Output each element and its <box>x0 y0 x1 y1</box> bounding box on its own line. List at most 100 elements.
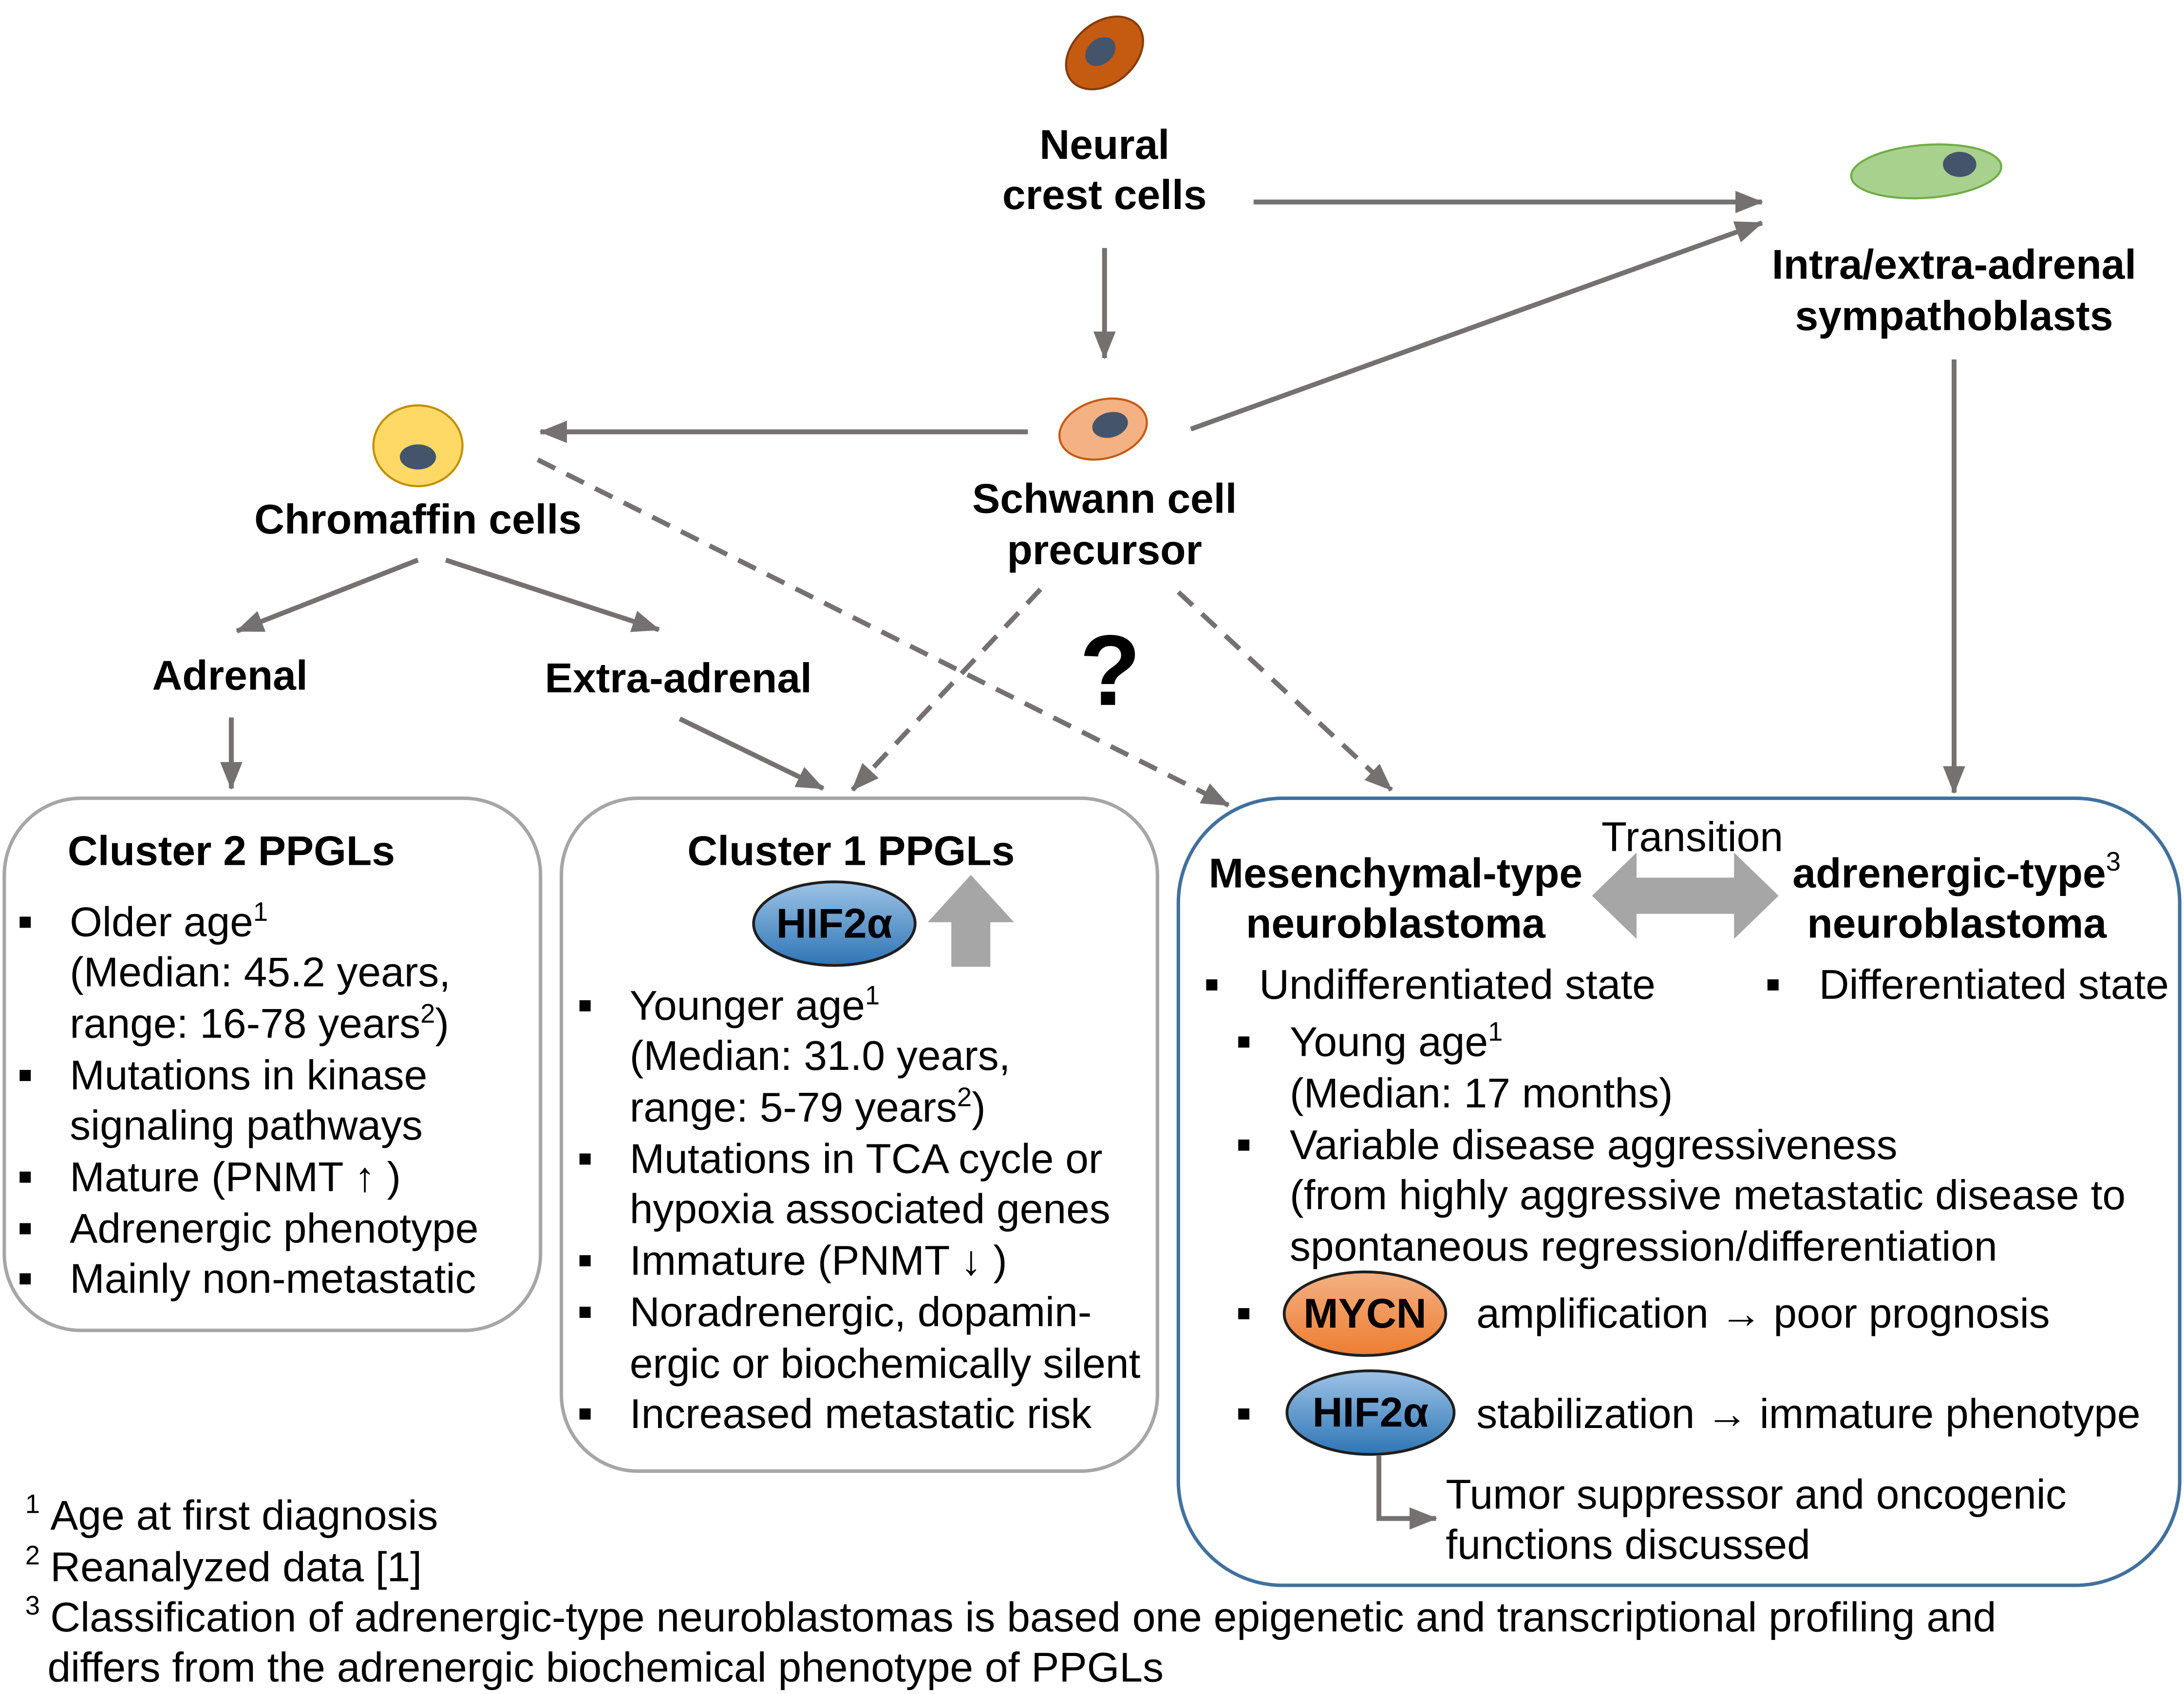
footnote-ref: 1 <box>253 897 268 927</box>
cluster1-title: Cluster 1 PPGLs <box>687 828 1015 875</box>
bullet-marker <box>1206 979 1218 991</box>
cluster2-line: Adrenergic phenotype <box>70 1205 478 1252</box>
mesenchymal-type-title-line2: neuroblastoma <box>1246 900 1546 947</box>
mycn-badge-label: MYCN <box>1303 1290 1427 1337</box>
schwann-cell-precursor-icon <box>1058 397 1148 461</box>
cluster2-line: Mutations in kinase <box>70 1052 427 1099</box>
dashed-arrow-chromaffin-to-neuroblastoma <box>536 457 1230 808</box>
mesenchymal-type-title-line1: Mesenchymal-type <box>1209 850 1582 896</box>
cluster1-line-text: range: 5-79 years <box>630 1084 957 1131</box>
neuroblastoma-feature: spontaneous regression/differentiation <box>1290 1223 1997 1270</box>
footnotes: 1 Age at first diagnosis 2 Reanalyzed da… <box>25 1489 1996 1691</box>
schwann-cell-nucleus <box>1092 412 1128 438</box>
cluster2-ppgl-box: Cluster 2 PPGLs Older age1 (Median: 45.2… <box>2 796 543 1332</box>
cluster1-line: Mutations in TCA cycle or <box>630 1136 1103 1182</box>
sympathoblast-cell-nucleus <box>1943 152 1977 177</box>
hif2a-note-line2: functions discussed <box>1446 1522 1810 1568</box>
cluster2-title: Cluster 2 PPGLs <box>68 828 395 875</box>
footnote-ref: 3 <box>2106 847 2121 876</box>
cluster1-ppgl-box: Cluster 1 PPGLs HIF2α Younger age1 (Medi… <box>560 796 1159 1473</box>
bullet-marker <box>1238 1408 1250 1420</box>
footnote-text: Reanalyzed data [1] <box>50 1543 422 1590</box>
dashed-arrow-schwann-to-neuroblastoma <box>1176 590 1393 792</box>
footnote-ref: 2 <box>420 999 435 1028</box>
cluster1-line: hypoxia associated genes <box>630 1186 1111 1233</box>
cluster1-box-border <box>560 796 1159 1473</box>
chromaffin-cell-icon <box>372 404 464 488</box>
chromaffin-cell-nucleus <box>399 444 436 470</box>
bullet-marker <box>579 1408 591 1420</box>
hif2a-badge-label: HIF2α <box>776 900 893 947</box>
cluster1-line: ergic or biochemically silent <box>630 1340 1141 1387</box>
bullet-marker <box>579 1255 591 1267</box>
adrenergic-type-title-text: adrenergic-type <box>1792 850 2106 896</box>
cluster2-line-closing: ) <box>435 1000 449 1047</box>
footnote-text-continuation: differs from the adrenergic biochemical … <box>47 1644 1164 1691</box>
hif2a-badge-shape <box>1285 1369 1456 1456</box>
dashed-arrow-schwann-to-cluster1 <box>850 588 1042 792</box>
sympathoblasts-label-line2: sympathoblasts <box>1795 293 2113 340</box>
schwann-label-line2: precursor <box>1007 527 1202 573</box>
hif2a-note-line1: Tumor suppressor and oncogenic <box>1446 1471 2066 1518</box>
cluster1-line: range: 5-79 years2) <box>630 1082 986 1130</box>
cluster1-line-closing: ) <box>972 1084 986 1131</box>
cluster1-line: Immature (PNMT ↓ ) <box>630 1237 1007 1284</box>
cluster2-line: Mainly non-metastatic <box>70 1255 476 1302</box>
upregulation-arrow-icon <box>927 875 1014 967</box>
bullet-marker <box>19 1171 31 1183</box>
sympathoblasts-label-line1: Intra/extra-adrenal <box>1772 241 2136 288</box>
footnote-ref: 1 <box>865 981 880 1010</box>
hif2a-badge-label: HIF2α <box>1313 1389 1429 1436</box>
unknown-origin-question-mark: ? <box>1079 614 1141 726</box>
cluster2-line: (Median: 45.2 years, <box>70 949 451 995</box>
arrow-chromaffin-to-extra-adrenal <box>445 557 660 632</box>
arrow-extra-adrenal-to-cluster1 <box>678 716 825 791</box>
bullet-marker <box>579 1307 591 1318</box>
footnote-text: Classification of adrenergic-type neurob… <box>50 1594 1996 1640</box>
mycn-amplification-text: amplification → poor prognosis <box>1476 1290 2050 1337</box>
adrenergic-type-title-line1: adrenergic-type3 <box>1792 847 2121 896</box>
neuroblastoma-box: Mesenchymal-type neuroblastoma Transitio… <box>1176 796 2182 1587</box>
hif2a-stabilization-text: stabilization → immature phenotype <box>1476 1390 2140 1437</box>
neural-crest-label-line1: Neural <box>1039 121 1169 168</box>
neural-crest-cell-nucleus <box>1085 37 1116 66</box>
adrenal-label: Adrenal <box>152 652 307 699</box>
cluster2-box-border <box>2 796 543 1332</box>
footnote-mark: 2 <box>25 1541 40 1570</box>
transition-label: Transition <box>1601 814 1783 860</box>
footnote-ref: 2 <box>957 1082 972 1112</box>
arrow-schwann-to-sympathoblasts <box>1190 220 1764 432</box>
footnote-text: Age at first diagnosis <box>50 1492 438 1539</box>
bullet-marker <box>19 1070 31 1081</box>
hif2a-badge-shape <box>752 880 917 967</box>
cluster2-line-text: range: 16-78 years <box>70 1000 420 1047</box>
bullet-marker <box>1238 1036 1250 1048</box>
adrenergic-type-title-line2: neuroblastoma <box>1807 900 2107 947</box>
footnote-mark: 3 <box>25 1591 40 1620</box>
arrow-hif2a-to-note <box>1376 1456 1438 1530</box>
bullet-marker <box>1238 1308 1250 1319</box>
bullet-marker <box>579 1000 591 1011</box>
mycn-badge-shape <box>1282 1270 1448 1357</box>
sympathoblast-cell-icon <box>1850 143 2002 200</box>
arrow-chromaffin-to-adrenal <box>235 557 419 633</box>
neuroblastoma-feature: Young age1 <box>1290 1017 1503 1065</box>
neuroblastoma-feature: (from highly aggressive metastatic disea… <box>1290 1172 2126 1218</box>
bullet-marker <box>579 1153 591 1165</box>
adrenergic-state: Differentiated state <box>1819 961 2169 1008</box>
cluster1-line: Noradrenergic, dopamin- <box>630 1289 1092 1335</box>
hif2a-badge: HIF2α <box>752 880 917 967</box>
bullet-marker <box>19 1223 31 1235</box>
mesenchymal-state: Undifferentiated state <box>1259 961 1656 1008</box>
neuroblastoma-feature: Variable disease aggressiveness <box>1290 1122 1898 1168</box>
cluster1-line: Increased metastatic risk <box>630 1390 1092 1437</box>
neuroblastoma-feature-text: Young age <box>1290 1018 1488 1065</box>
cluster2-line-text: Older age <box>70 899 253 946</box>
bullet-marker <box>19 1273 31 1285</box>
chromaffin-label: Chromaffin cells <box>254 496 582 543</box>
footnote-ref: 1 <box>1488 1017 1503 1047</box>
neural-crest-label-line2: crest cells <box>1002 171 1207 218</box>
cluster1-line: (Median: 31.0 years, <box>630 1032 1011 1079</box>
footnote-mark: 1 <box>25 1489 40 1519</box>
